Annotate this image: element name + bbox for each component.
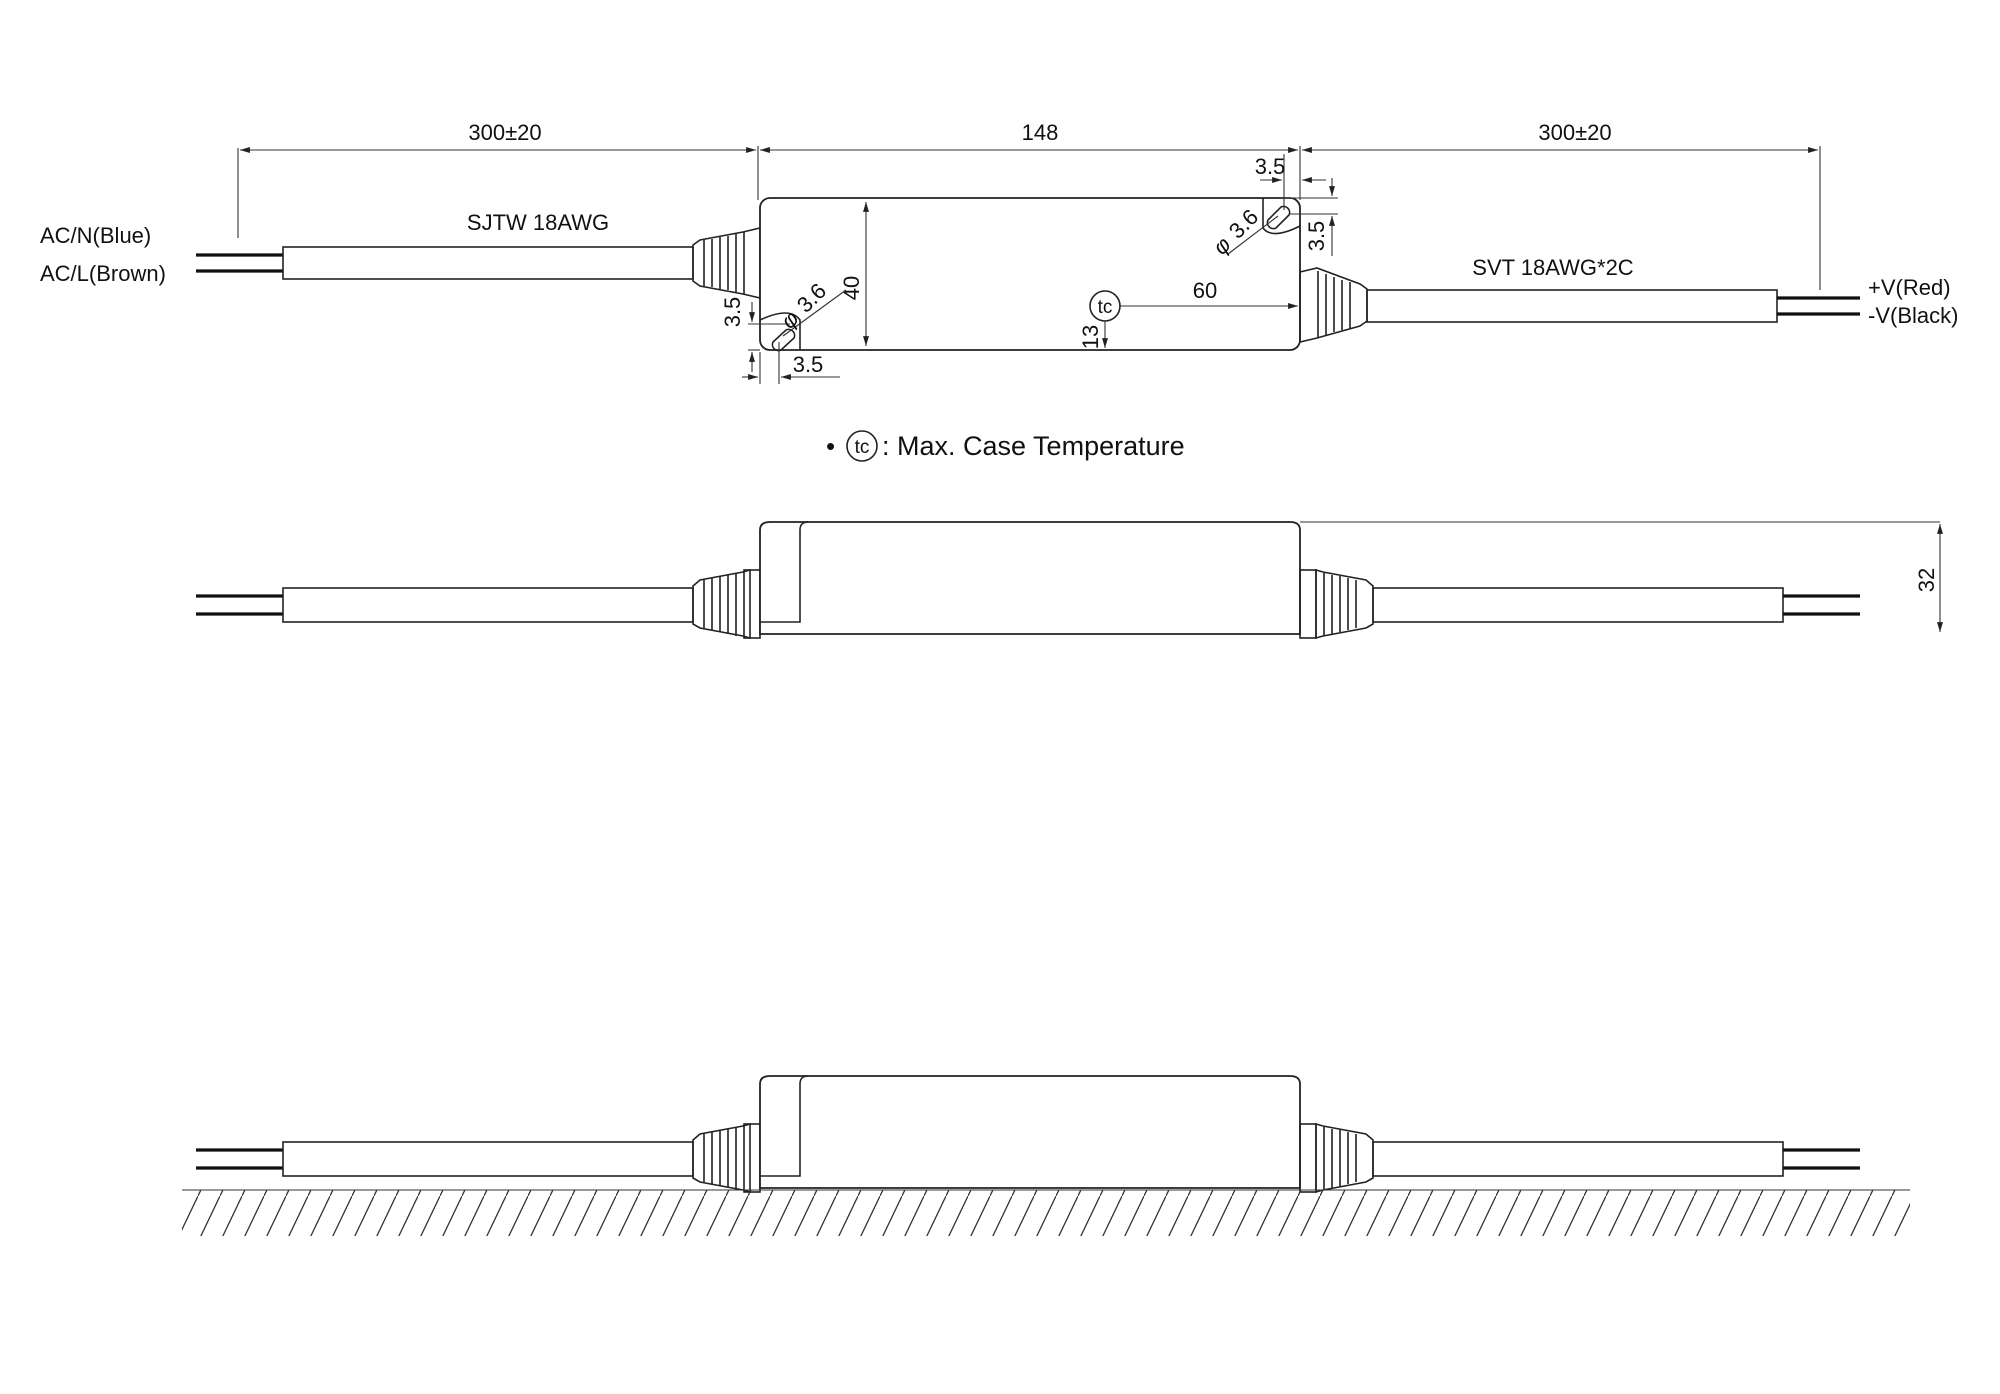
input-cable [196,246,694,280]
output-cable-spec: SVT 18AWG*2C [1472,255,1634,280]
left-mounting-hole: 3.5 3.5 φ 3.6 [720,278,847,384]
hole-right-offset-x-label: 3.5 [1255,154,1286,179]
output-strain-relief [1299,267,1368,344]
ac-live-label: AC/L(Brown) [40,261,166,286]
tc-legend: • tc : Max. Case Temperature [826,430,1185,462]
side-view: 32 [196,521,1943,640]
output-length-label: 300±20 [1538,120,1611,145]
legend-text: : Max. Case Temperature [882,431,1185,461]
hole-left-offset-y-label: 3.5 [720,297,745,328]
hole-left-offset-x-label: 3.5 [793,352,824,377]
case-outline-mounted [759,1075,1301,1189]
mounted-view [182,1075,1910,1236]
mounting-surface [182,1189,1910,1236]
input-length-label: 300±20 [468,120,541,145]
top-view: 300±20 148 300±20 [40,120,1958,384]
hole-right-offset-y-label: 3.5 [1304,221,1329,252]
ac-neutral-label: AC/N(Blue) [40,223,151,248]
legend-tc-symbol: tc [855,437,870,458]
input-cable-spec: SJTW 18AWG [467,210,609,235]
input-strain-relief [692,226,761,300]
negative-output-label: -V(Black) [1868,303,1958,328]
body-length-label: 148 [1022,120,1059,145]
output-cable [1366,289,1860,323]
tc-offset-x-label: 60 [1193,278,1217,303]
tc-offset-y-label: 13 [1078,325,1103,349]
positive-output-label: +V(Red) [1868,275,1951,300]
body-width-label: 40 [839,276,864,300]
height-label: 32 [1914,568,1939,592]
case-outline-top [759,197,1301,351]
case-outline-side [759,521,1301,635]
legend-bullet: • [826,431,835,461]
tc-symbol: tc [1098,297,1113,318]
